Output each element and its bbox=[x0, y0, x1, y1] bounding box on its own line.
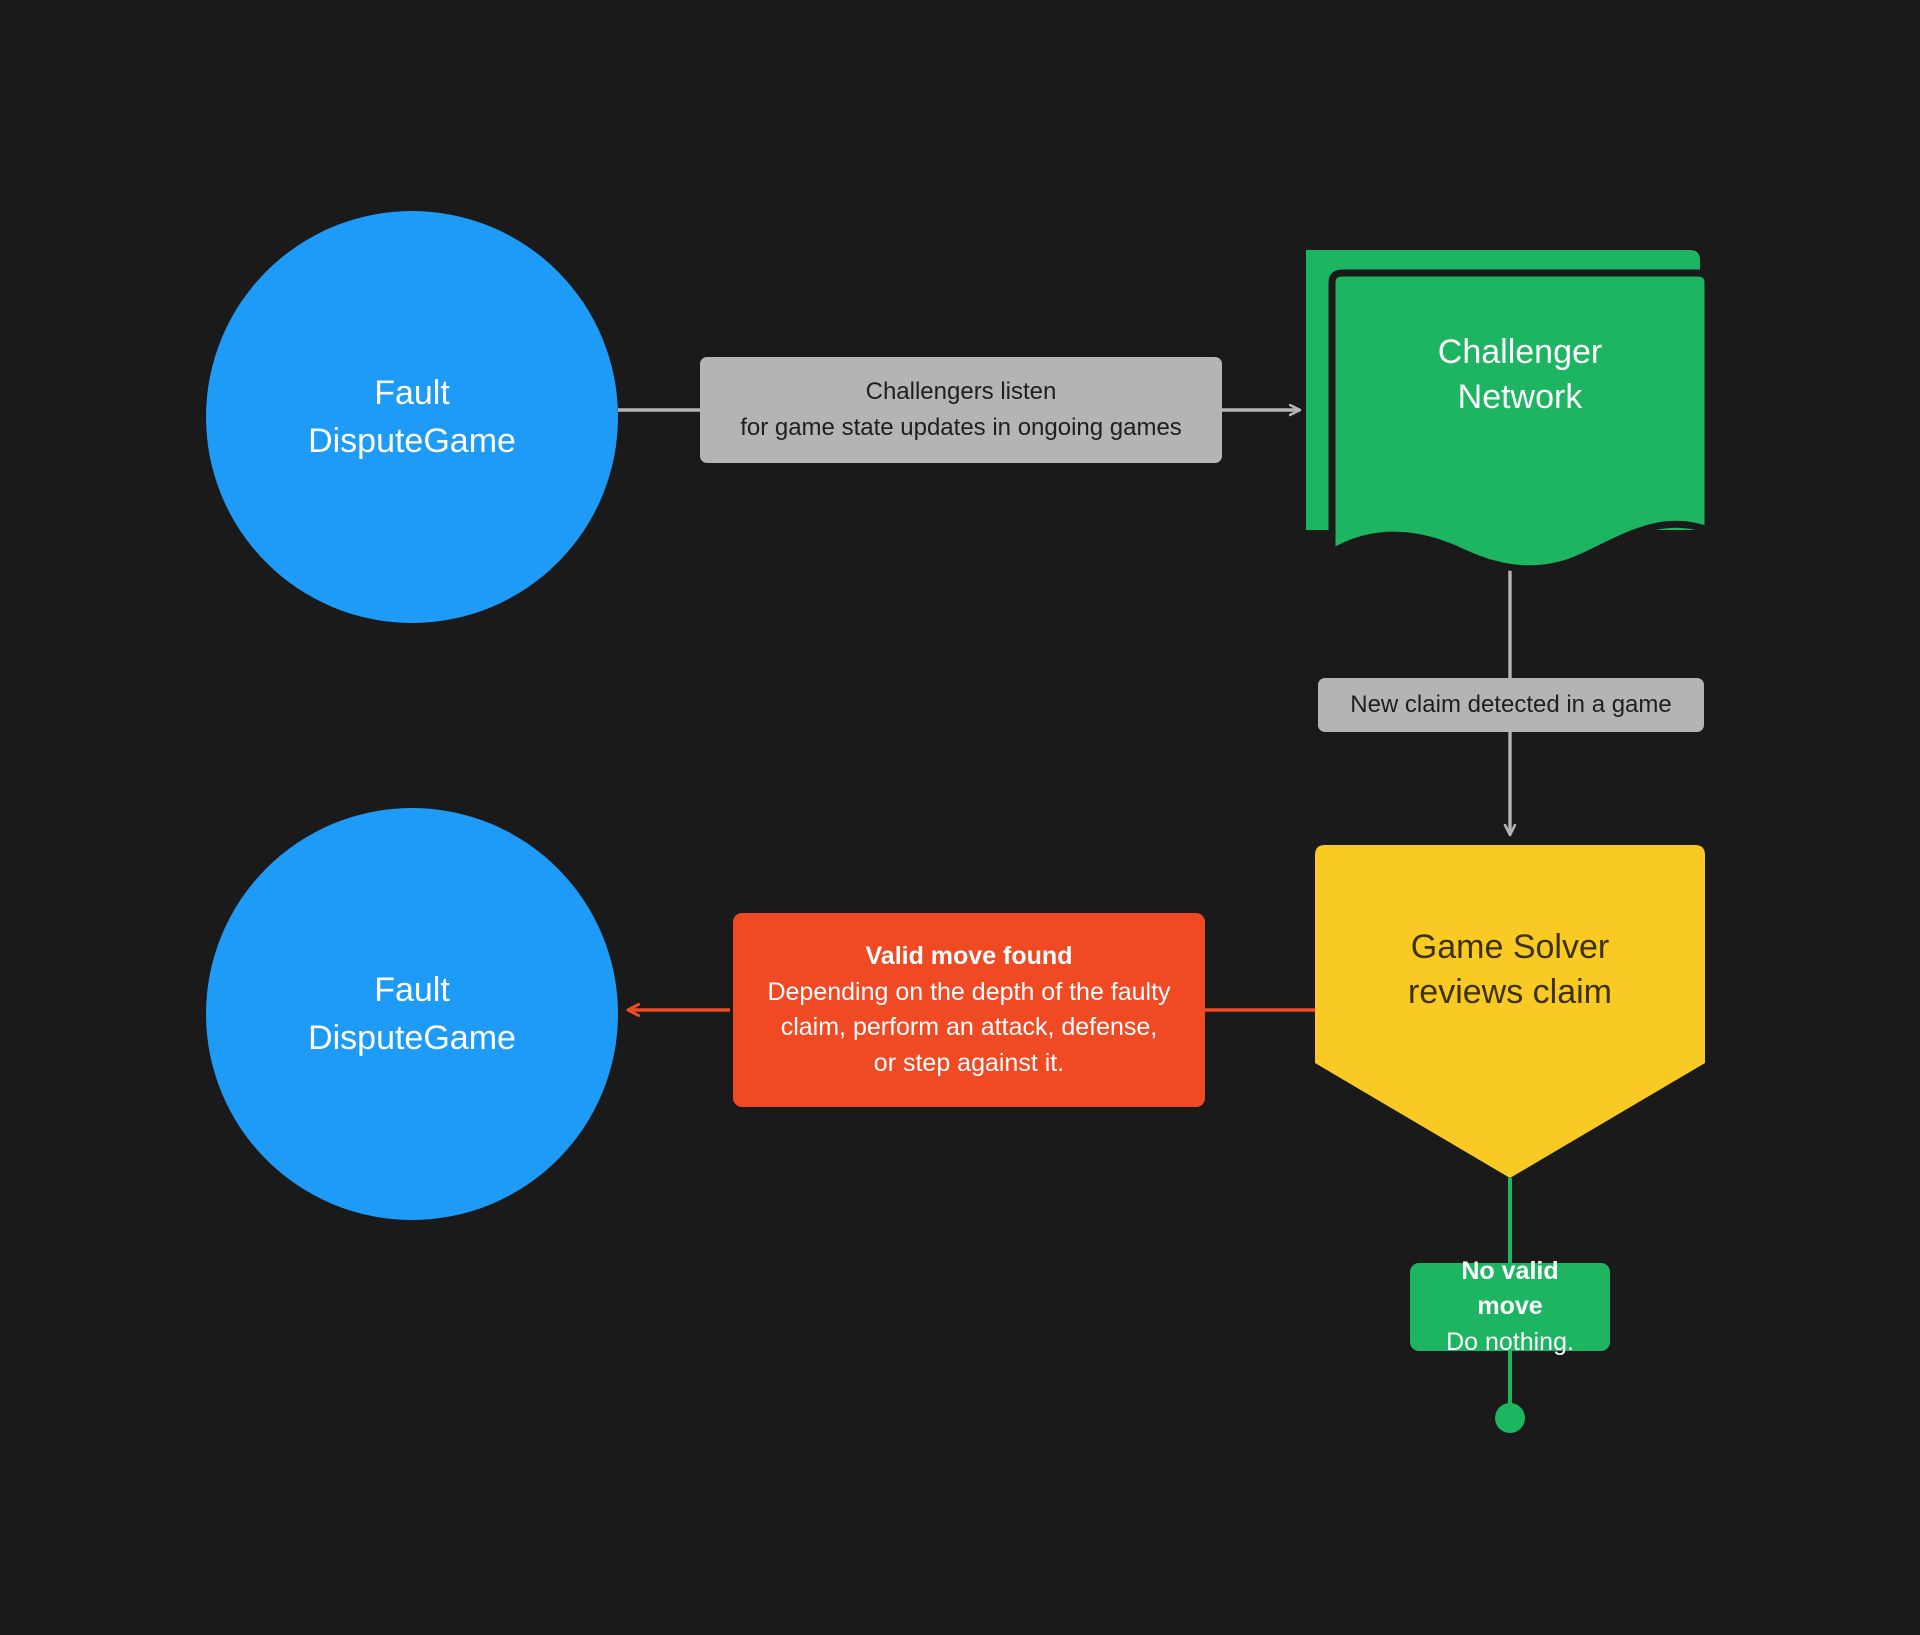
edge-label-line: New claim detected in a game bbox=[1350, 691, 1672, 719]
edge-label-heading: No valid move bbox=[1461, 1256, 1559, 1321]
edge-label-heading: Valid move found bbox=[865, 942, 1073, 970]
edge-label-challengers-listen[interactable]: Challengers listen for game state update… bbox=[700, 357, 1222, 463]
edge-label-line: claim, perform an attack, defense, bbox=[780, 1013, 1158, 1041]
edge-label-line: Do nothing. bbox=[1446, 1327, 1574, 1356]
edge-label-line: Depending on the depth of the faulty bbox=[767, 977, 1171, 1006]
banner-body bbox=[1315, 845, 1705, 1178]
node-label-line: Fault bbox=[374, 970, 450, 1009]
node-fault-dispute-game-top[interactable]: Fault DisputeGame bbox=[206, 211, 618, 623]
edge-label-line: or step against it. bbox=[873, 1048, 1065, 1077]
node-label-line: Fault bbox=[374, 373, 450, 412]
edge-label-line: Challengers listen bbox=[865, 378, 1057, 406]
node-label-game-solver: Game Solver reviews claim bbox=[1315, 925, 1705, 1015]
node-label-line: Game Solver bbox=[1410, 928, 1610, 966]
edge-label-no-valid-move[interactable]: No valid move Do nothing. bbox=[1410, 1257, 1610, 1356]
edge-label-valid-move[interactable]: Valid move found Depending on the depth … bbox=[733, 913, 1205, 1107]
doc-front-sheet bbox=[1328, 269, 1712, 573]
edge-label-new-claim[interactable]: New claim detected in a game bbox=[1318, 678, 1704, 732]
node-label-line: Network bbox=[1457, 377, 1583, 416]
node-label-line: DisputeGame bbox=[308, 422, 516, 460]
node-label-line: Challenger bbox=[1437, 333, 1603, 371]
edge-label-line: for game state updates in ongoing games bbox=[740, 414, 1182, 441]
node-label-challenger-network: Challenger Network bbox=[1332, 330, 1708, 420]
node-fault-dispute-game-bottom[interactable]: Fault DisputeGame bbox=[206, 808, 618, 1220]
node-label-line: reviews claim bbox=[1407, 972, 1613, 1011]
node-label-line: DisputeGame bbox=[308, 1019, 516, 1057]
